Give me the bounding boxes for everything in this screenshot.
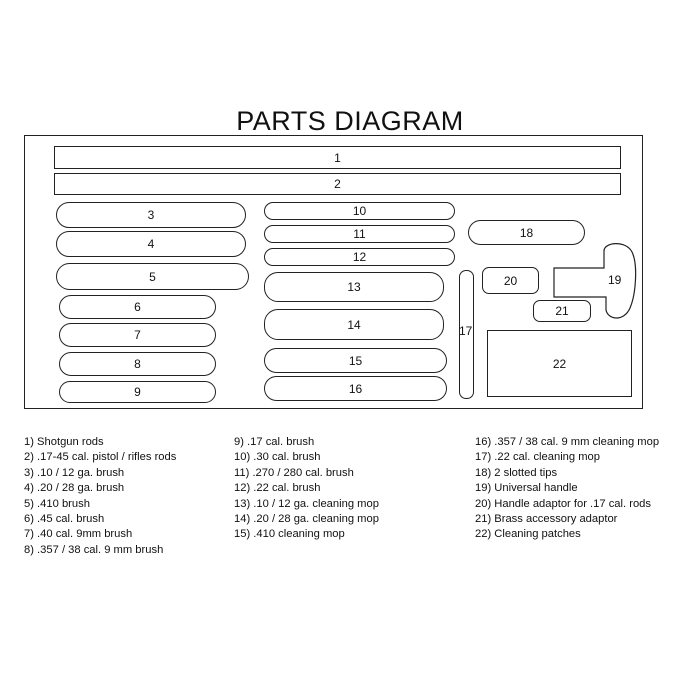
slot-label: 1 xyxy=(334,150,341,165)
legend-item: 15) .410 cleaning mop xyxy=(234,528,345,541)
diagram-title: PARTS DIAGRAM xyxy=(236,106,464,136)
slot-label: 17 xyxy=(459,324,473,338)
slot-19-handle: 19 xyxy=(553,243,637,319)
legend-column-2: 9) .17 cal. brush 10) .30 cal. brush 11)… xyxy=(234,435,379,543)
legend-item: 14) .20 / 28 ga. cleaning mop xyxy=(234,513,379,526)
slot-label: 3 xyxy=(147,208,155,222)
legend-item: 12) .22 cal. brush xyxy=(234,482,321,495)
slot-17: 17 xyxy=(459,270,474,399)
slot-11: 11 xyxy=(264,225,455,243)
slot-10: 10 xyxy=(264,202,455,220)
slot-15: 15 xyxy=(264,348,447,373)
slot-13: 13 xyxy=(264,272,444,302)
slot-3: 3 xyxy=(56,202,246,228)
slot-label: 10 xyxy=(352,204,367,218)
slot-label: 16 xyxy=(348,381,363,396)
slot-7: 7 xyxy=(59,323,216,347)
legend-item: 2) .17-45 cal. pistol / rifles rods xyxy=(24,451,177,464)
slot-label: 15 xyxy=(348,353,363,368)
legend-item: 13) .10 / 12 ga. cleaning mop xyxy=(234,497,379,510)
legend-item: 6) .45 cal. brush xyxy=(24,513,105,526)
legend-item: 19) Universal handle xyxy=(475,482,578,495)
slot-label: 2 xyxy=(334,177,341,191)
slot-label: 11 xyxy=(353,227,366,241)
slot-2-pistol-rifle-rods: 2 xyxy=(54,173,621,195)
legend-column-1: 1) Shotgun rods 2) .17-45 cal. pistol / … xyxy=(24,435,176,558)
slot-label: 13 xyxy=(347,280,361,294)
slot-label: 6 xyxy=(134,300,141,314)
slot-label: 9 xyxy=(134,385,141,399)
slot-12: 12 xyxy=(264,248,455,266)
legend-item: 17) .22 cal. cleaning mop xyxy=(475,451,601,464)
slot-label: 8 xyxy=(134,357,141,371)
slot-8: 8 xyxy=(59,352,216,376)
legend-item: 9) .17 cal. brush xyxy=(234,436,315,448)
legend-item: 21) Brass accessory adaptor xyxy=(475,513,618,526)
legend-column-3: 16) .357 / 38 cal. 9 mm cleaning mop 17)… xyxy=(475,435,659,543)
legend-item: 20) Handle adaptor for .17 cal. rods xyxy=(475,497,651,510)
legend-item: 5) .410 brush xyxy=(24,497,90,510)
legend-item: 11) .270 / 280 cal. brush xyxy=(234,466,354,479)
slot-label: 21 xyxy=(555,304,569,318)
slot-22: 22 xyxy=(487,330,632,397)
slot-18: 18 xyxy=(468,220,585,245)
slot-label: 5 xyxy=(149,269,156,284)
slot-label: 12 xyxy=(352,250,367,264)
slot-label: 14 xyxy=(347,317,361,332)
legend-item: 10) .30 cal. brush xyxy=(234,451,321,464)
legend-item: 16) .357 / 38 cal. 9 mm cleaning mop xyxy=(475,436,660,448)
legend-item: 18) 2 slotted tips xyxy=(475,466,558,479)
legend-item: 7) .40 cal. 9mm brush xyxy=(24,528,133,541)
handle-outline xyxy=(553,243,637,319)
slot-label: 4 xyxy=(147,237,155,251)
legend-item: 3) .10 / 12 ga. brush xyxy=(24,466,125,479)
slot-1-shotgun-rods: 1 xyxy=(54,146,621,169)
slot-21: 21 xyxy=(533,300,591,322)
legend-item: 8) .357 / 38 cal. 9 mm brush xyxy=(24,543,164,556)
slot-label: 20 xyxy=(503,273,518,288)
slot-9: 9 xyxy=(59,381,216,403)
slot-16: 16 xyxy=(264,376,447,401)
slot-5: 5 xyxy=(56,263,249,290)
slot-label: 22 xyxy=(552,356,567,371)
legend-item: 1) Shotgun rods xyxy=(24,436,104,448)
slot-14: 14 xyxy=(264,309,444,340)
legend-item: 4) .20 / 28 ga. brush xyxy=(24,482,125,495)
slot-label: 7 xyxy=(134,328,141,342)
slot-label: 19 xyxy=(608,273,622,287)
slot-6: 6 xyxy=(59,295,216,319)
slot-label: 18 xyxy=(519,225,534,240)
slot-20: 20 xyxy=(482,267,539,294)
legend-item: 22) Cleaning patches xyxy=(475,528,581,541)
slot-4: 4 xyxy=(56,231,246,257)
